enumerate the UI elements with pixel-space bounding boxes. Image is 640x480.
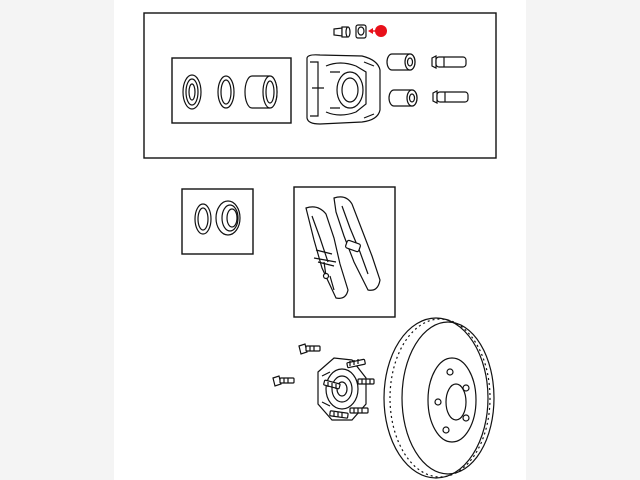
diagram-sheet (114, 0, 526, 480)
wheel-stud-3[interactable] (323, 379, 341, 390)
caliper-bushing-lower[interactable] (388, 89, 418, 107)
highlight-dot[interactable] (375, 25, 387, 37)
bleeder-screw[interactable] (333, 26, 351, 38)
wheel-stud-5[interactable] (349, 407, 369, 414)
wheel-hub-bearing[interactable] (317, 357, 367, 421)
guide-pin-upper[interactable] (431, 55, 467, 69)
guide-pin-lower[interactable] (432, 90, 469, 104)
piston-seal[interactable] (217, 75, 235, 109)
brake-rotor[interactable] (383, 317, 495, 479)
wheel-stud-1[interactable] (346, 358, 366, 369)
hub-bolt-lower[interactable] (272, 375, 295, 387)
seal-kit-frame (181, 188, 254, 255)
piston-kit-frame (171, 57, 292, 124)
guide-pin-bolt-cap[interactable] (355, 24, 367, 39)
wheel-stud-4[interactable] (329, 410, 349, 419)
caliper-bushing-upper[interactable] (386, 53, 416, 71)
highlight-callout[interactable] (368, 25, 387, 37)
caliper-piston[interactable] (244, 75, 278, 109)
brake-pad-inner[interactable] (333, 196, 381, 291)
pad-clip[interactable] (313, 257, 337, 291)
brake-pad-outer[interactable] (305, 206, 349, 299)
brake-pad-frame (293, 186, 396, 318)
brake-assembly-diagram (143, 12, 497, 479)
hub-bolt-upper[interactable] (298, 343, 321, 355)
caliper-body[interactable] (306, 54, 381, 125)
seal-kit-ring-small[interactable] (194, 203, 212, 235)
seal-kit-boot[interactable] (215, 200, 241, 236)
caliper-group-frame (143, 12, 497, 159)
dust-boot[interactable] (182, 74, 202, 110)
wheel-stud-2[interactable] (357, 378, 375, 385)
